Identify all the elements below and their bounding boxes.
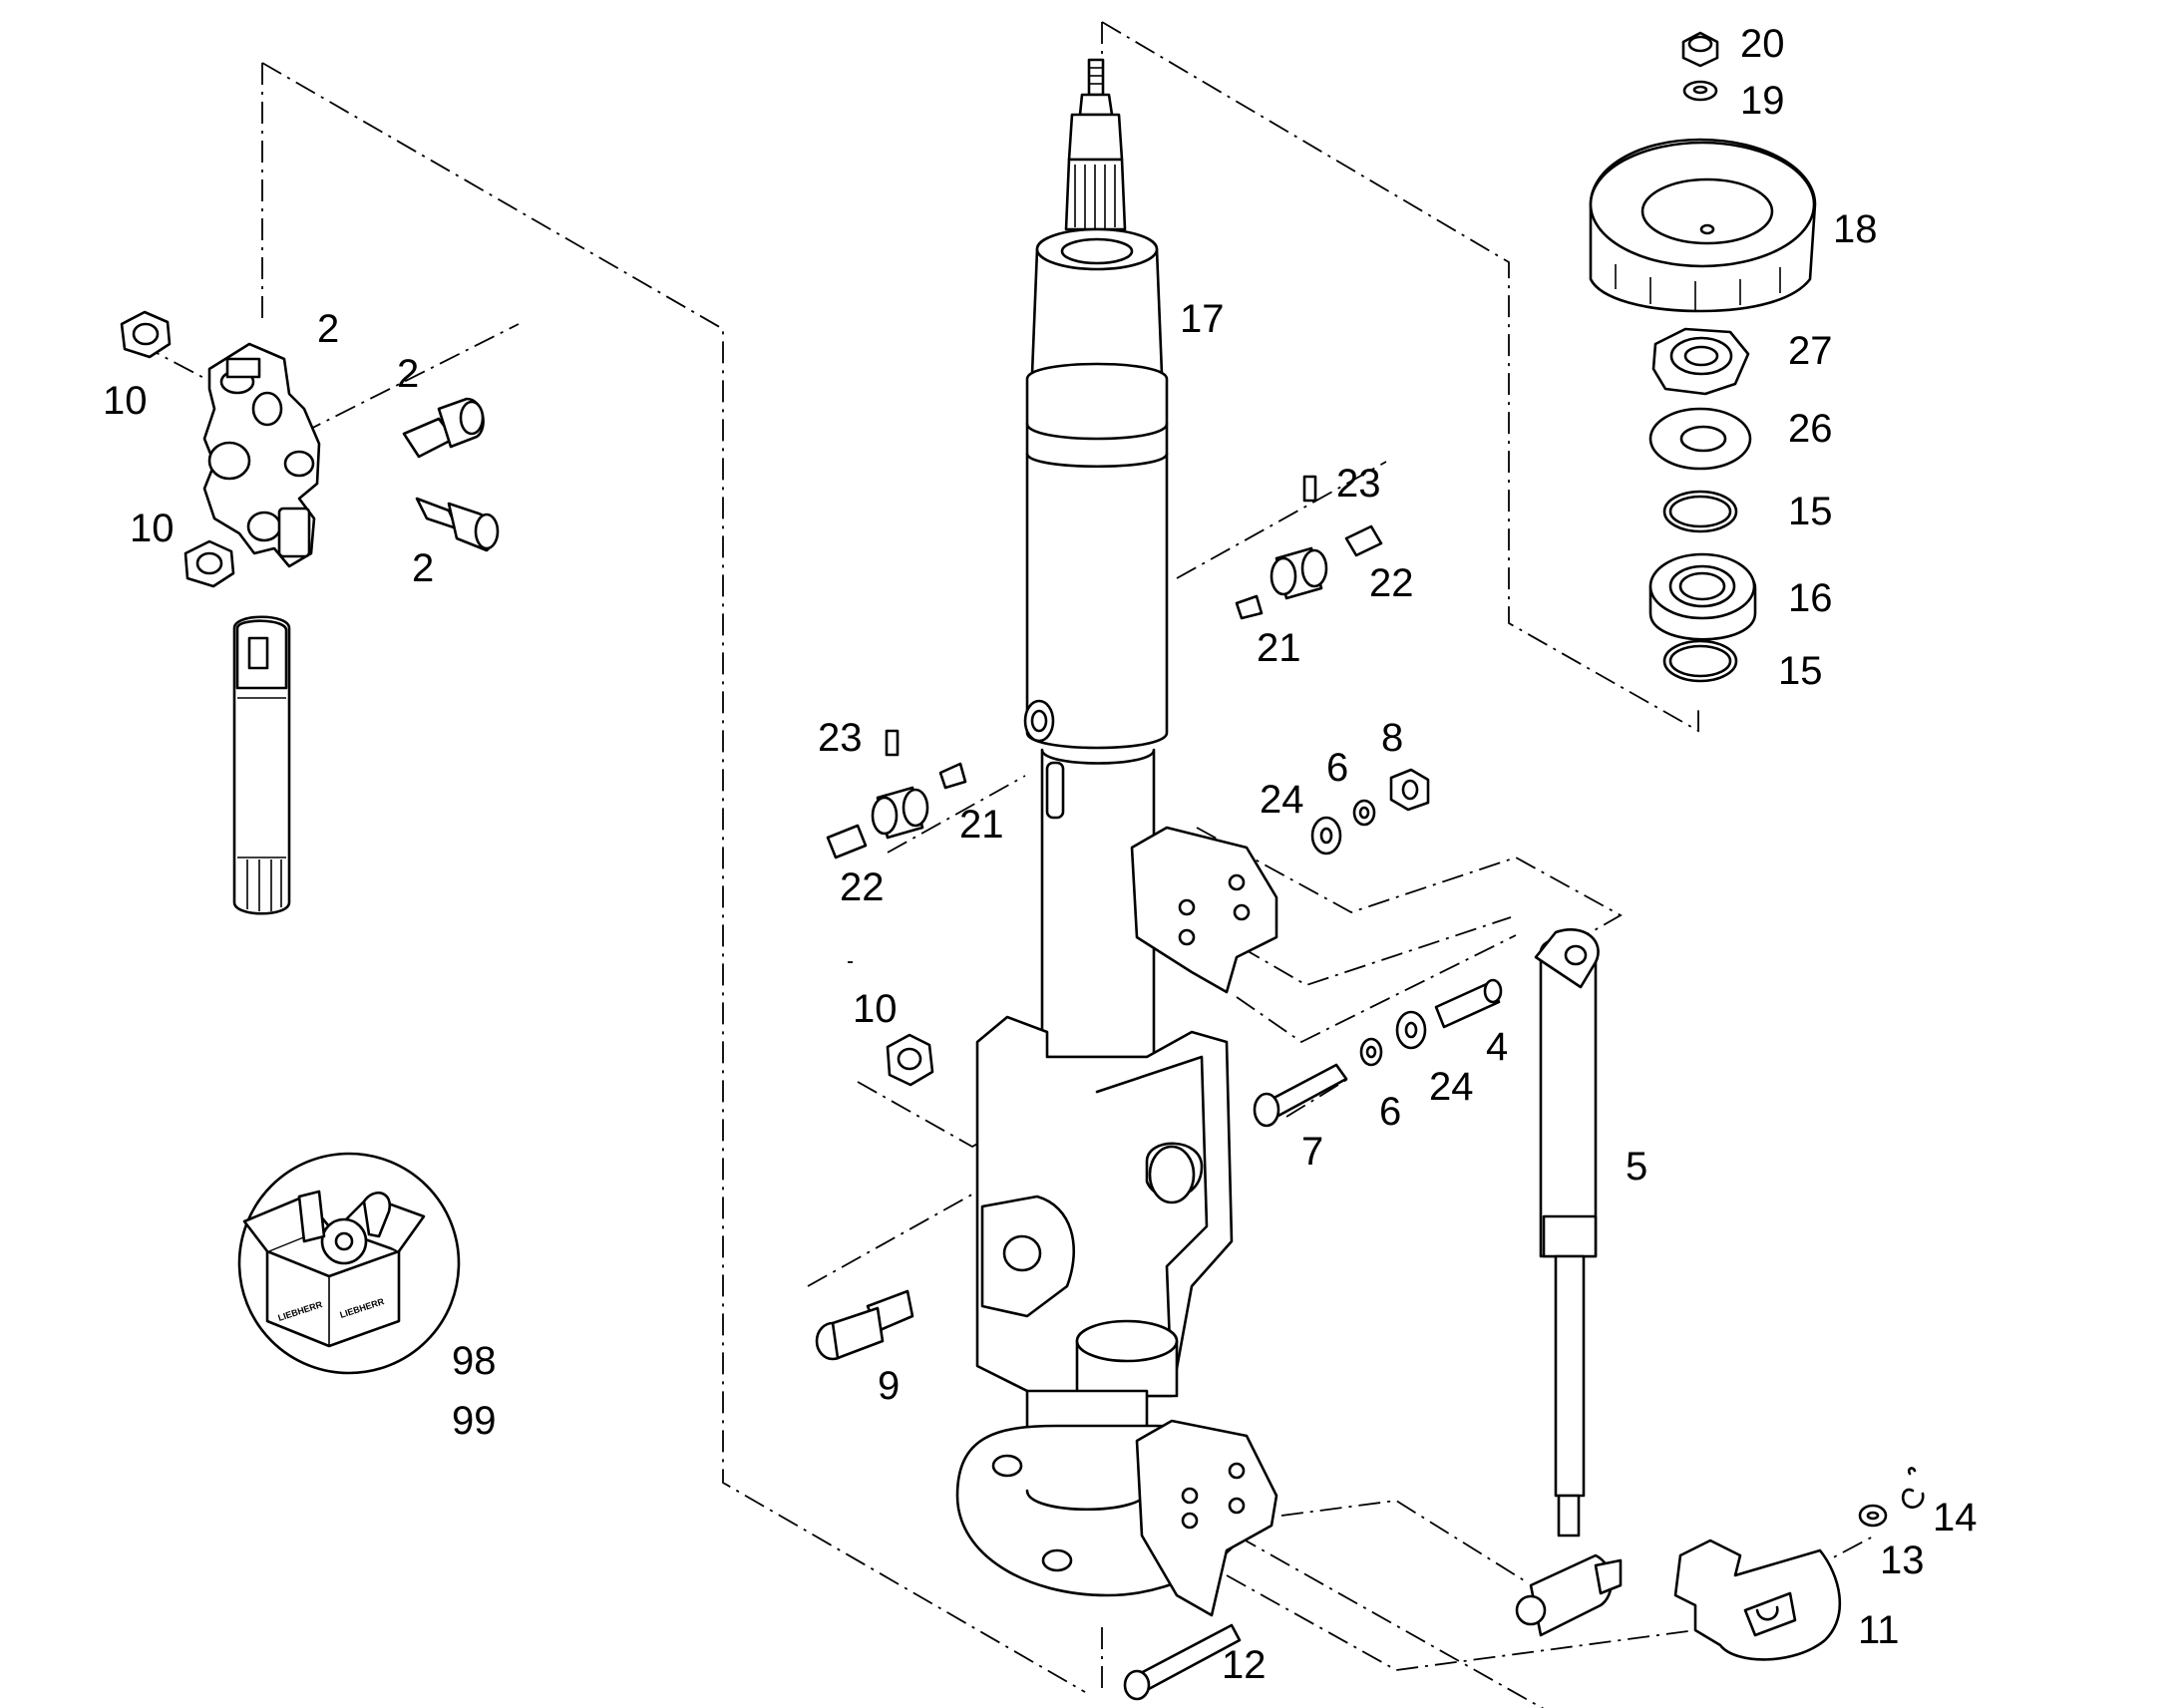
nut-10-lower (183, 539, 235, 588)
pin-22-right (1344, 524, 1383, 557)
callout-98: 98 (452, 1339, 497, 1383)
callout-labels: 2 2 2 10 10 10 17 20 19 18 27 26 15 16 1… (103, 22, 1978, 1687)
pin-21-right (1235, 594, 1264, 620)
set-screw-23-left (885, 729, 900, 757)
callout-23-right: 23 (1336, 462, 1381, 506)
callout-16: 16 (1788, 576, 1833, 620)
callout-24-lower: 24 (1429, 1065, 1474, 1109)
circlip-15-lower (1662, 639, 1738, 683)
callout-27: 27 (1788, 329, 1833, 373)
bearing-16 (1648, 552, 1757, 641)
callout-2-top: 2 (317, 307, 339, 351)
callout-5: 5 (1626, 1145, 1647, 1189)
washer-26 (1648, 407, 1752, 471)
cap-screw-2-upper (402, 397, 485, 459)
washer-6-upper (1352, 799, 1376, 827)
callout-2-middle: 2 (397, 352, 419, 396)
nut-27 (1651, 327, 1750, 396)
callout-10-joint-lower: 10 (130, 507, 175, 550)
set-screw-23-right (1302, 475, 1317, 503)
circlip-15-upper (1662, 490, 1738, 533)
callout-13: 13 (1880, 1538, 1925, 1582)
cap-screw-2-lower (415, 497, 500, 552)
pin-21-left (938, 762, 967, 790)
universal-joint (202, 342, 321, 568)
nut-10-yoke (886, 1033, 934, 1087)
bolt-7 (1253, 1063, 1348, 1128)
pin-12 (1123, 1623, 1242, 1701)
callout-20: 20 (1740, 22, 1785, 66)
steering-column-17 (955, 58, 1259, 1597)
callout-7: 7 (1301, 1130, 1323, 1174)
callout-4: 4 (1486, 1025, 1508, 1069)
washer-13 (1858, 1504, 1888, 1528)
callout-12: 12 (1222, 1643, 1267, 1687)
sleeve-right (1270, 546, 1328, 600)
callout-17: 17 (1180, 297, 1225, 341)
splined-shaft (232, 615, 291, 915)
callout-18: 18 (1833, 207, 1878, 251)
repair-kit-icon: LIEBHERR LIEBHERR (237, 1152, 461, 1375)
lower-bracket (1135, 1419, 1278, 1617)
callout-9: 9 (878, 1364, 900, 1408)
callout-6-lower: 6 (1379, 1090, 1401, 1134)
nut-8 (1389, 768, 1430, 812)
pin-22-left (826, 824, 868, 859)
callout-21-right: 21 (1257, 626, 1301, 670)
washer-24-lower (1395, 1010, 1427, 1050)
pin-9 (815, 1289, 914, 1361)
cap-18 (1589, 138, 1817, 313)
callout-24-upper: 24 (1260, 778, 1304, 822)
gas-spring-5 (1515, 928, 1623, 1637)
callout-2-bottom: 2 (412, 546, 434, 590)
callout-10-joint-upper: 10 (103, 379, 148, 423)
washer-19 (1682, 80, 1718, 102)
assembly-lines (139, 21, 1876, 1708)
nut-10-upper (120, 310, 172, 359)
spacer-4 (1434, 978, 1503, 1029)
callout-99: 99 (452, 1399, 497, 1443)
callout-10-yoke: 10 (853, 987, 898, 1031)
washer-24-upper (1310, 816, 1342, 855)
callout-19: 19 (1740, 79, 1785, 123)
callout-21-left: 21 (959, 803, 1004, 847)
callout-11: 11 (1858, 1608, 1900, 1652)
callout-26: 26 (1788, 407, 1833, 451)
callout-15-lower: 15 (1778, 649, 1823, 693)
callout-22-right: 22 (1369, 561, 1414, 605)
callout-8: 8 (1381, 716, 1403, 760)
upper-bracket (1130, 826, 1278, 994)
callout-22-left: 22 (840, 865, 885, 909)
callout-14: 14 (1933, 1496, 1978, 1539)
callout-6-upper: 6 (1326, 746, 1348, 790)
clip-14 (1901, 1467, 1925, 1509)
callout-15-upper: 15 (1788, 490, 1833, 533)
nut-20 (1681, 31, 1719, 68)
sleeve-left (871, 786, 929, 840)
lever-11 (1673, 1538, 1842, 1661)
washer-6-lower (1359, 1037, 1383, 1067)
callout-23-left: 23 (818, 716, 863, 760)
